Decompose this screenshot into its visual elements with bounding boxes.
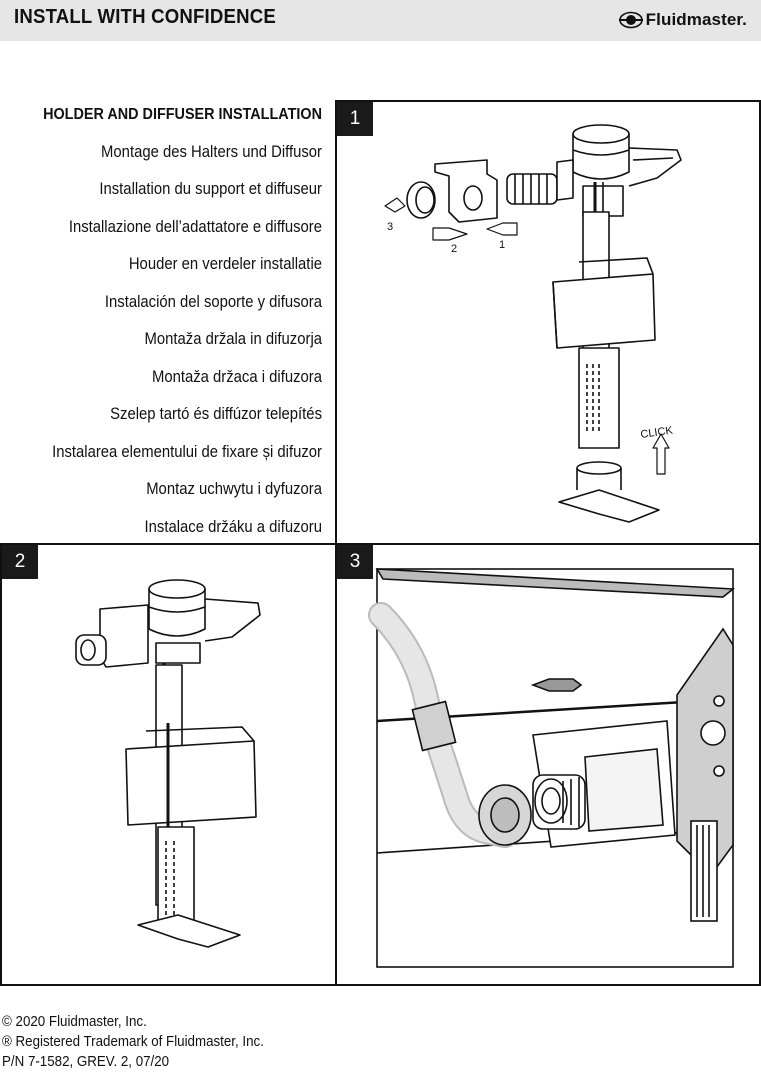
header-bar: INSTALL WITH CONFIDENCE Fluidmaster. [0, 0, 761, 41]
title-dutch: Houder en verdeler installatie [128, 255, 322, 273]
step-2-panel: 2 [0, 543, 337, 986]
title-german: Montage des Halters und Diffusor [101, 142, 322, 161]
title-polish: Montaz uchwytu i dyfuzora [146, 480, 322, 498]
arrow-label-3: 3 [387, 221, 393, 233]
step-1-panel: 1 [335, 100, 761, 545]
title-french: Installation du support et diffuseur [99, 180, 322, 198]
copyright-text: © 2020 Fluidmaster, Inc. [2, 1014, 147, 1030]
title-slovenian: Montaža držala in difuzorja [144, 330, 322, 348]
arrow-label-2: 2 [451, 243, 457, 255]
fluidmaster-logo-icon [618, 11, 643, 29]
brand-logo: Fluidmaster. [618, 7, 747, 33]
step-1-badge: 1 [337, 102, 373, 136]
footer: © 2020 Fluidmaster, Inc. ® Registered Tr… [2, 1012, 287, 1072]
title-english: HOLDER AND DIFFUSER INSTALLATION [43, 106, 323, 123]
brand-name: Fluidmaster. [645, 10, 747, 29]
step-3-illustration [368, 568, 736, 968]
trademark-text: ® Registered Trademark of Fluidmaster, I… [2, 1034, 264, 1050]
arrow-label-1: 1 [499, 239, 505, 251]
step-1-illustration: 1 2 3 CLICK [384, 124, 682, 523]
step-2-badge: 2 [2, 545, 38, 579]
click-label: CLICK [640, 424, 674, 440]
step-3-panel: 3 [335, 543, 761, 986]
title-croatian: Montaža držaca i difuzora [151, 367, 322, 386]
title-czech: Instalace držáku a difuzoru [144, 517, 322, 536]
title-romanian: Instalarea elementului de fixare și difu… [52, 442, 323, 461]
title-hungarian: Szelep tartó és diffúzor telepítés [110, 405, 322, 423]
step-2-illustration [75, 579, 261, 948]
title-list: HOLDER AND DIFFUSER INSTALLATION Montage… [0, 96, 322, 546]
part-number-text: P/N 7-1582, GREV. 2, 07/20 [2, 1054, 170, 1070]
step-3-badge: 3 [337, 545, 373, 579]
title-spanish: Instalación del soporte y difusora [104, 292, 323, 311]
title-italian: Installazione dell’adattatore e diffusor… [68, 217, 322, 236]
header-title: INSTALL WITH CONFIDENCE [14, 6, 276, 28]
